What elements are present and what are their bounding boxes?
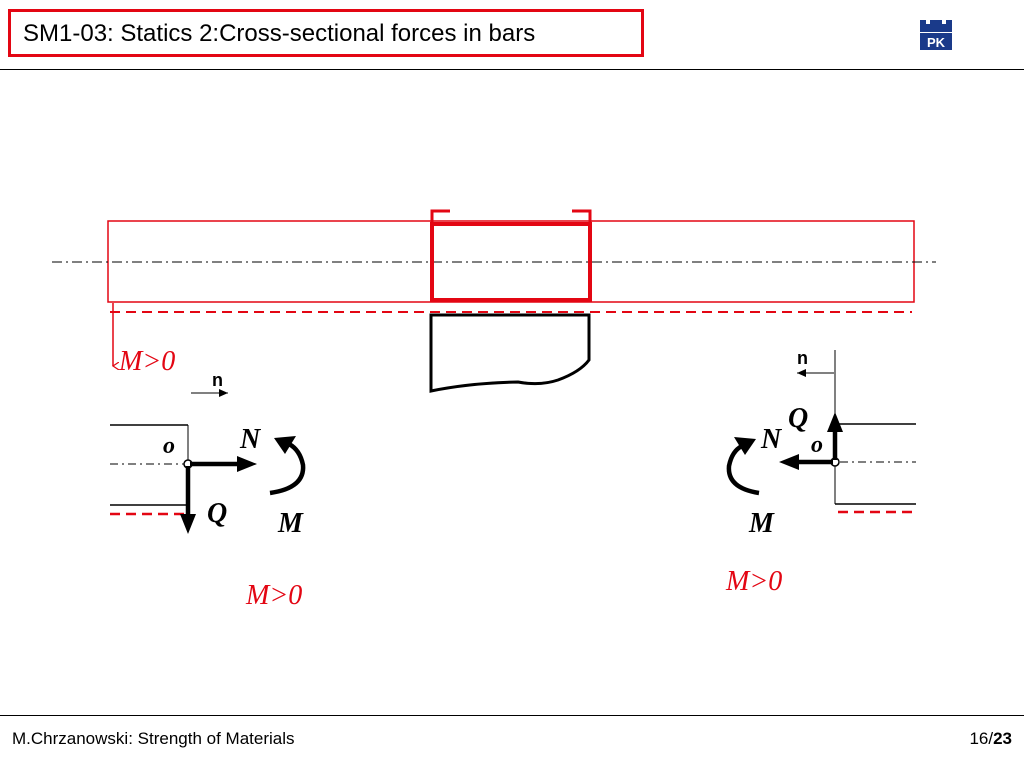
right-axial-arrowhead [779,454,799,470]
left-shear-label: Q [207,498,227,529]
page-current: 16/ [969,729,994,748]
slide-title: SM1-03: Statics 2:Cross-sectional forces… [8,9,644,57]
right-origin-label: o [811,432,823,458]
left-sign-label: M>0 [245,580,302,611]
element-left-bracket [430,209,450,224]
footer-author: M.Chrzanowski: Strength of Materials [12,729,295,748]
right-sign-label: M>0 [725,566,782,597]
top-sign-label: M>0 [118,346,175,377]
left-moment-arrow [269,442,306,496]
university-logo: PK [918,18,954,52]
right-normal-label: n [797,348,808,368]
page-number: 16/23 [969,729,1012,749]
left-axial-label: N [239,424,262,455]
bar-section-shape [429,313,591,393]
right-moment-arrowhead [734,437,756,455]
page-total: 23 [993,729,1012,748]
slide-title-text: SM1-03: Statics 2:Cross-sectional forces… [23,20,536,47]
left-axial-arrowhead [237,456,257,472]
left-moment-label: M [277,508,304,539]
bar-element [430,222,592,302]
right-axial-label: N [760,424,783,455]
right-moment-arrow [726,443,760,496]
right-moment-label: M [748,508,775,539]
left-moment-arrowhead [274,436,296,454]
element-right-bracket [572,209,592,224]
left-shear-arrowhead [180,514,196,534]
logo-text: PK [927,35,946,50]
footer-divider [0,715,1024,716]
left-normal-label: n [212,370,223,390]
left-origin-label: o [163,433,175,459]
right-shear-label: Q [788,403,808,434]
header-divider [0,69,1024,70]
right-shear-arrowhead [827,412,843,432]
